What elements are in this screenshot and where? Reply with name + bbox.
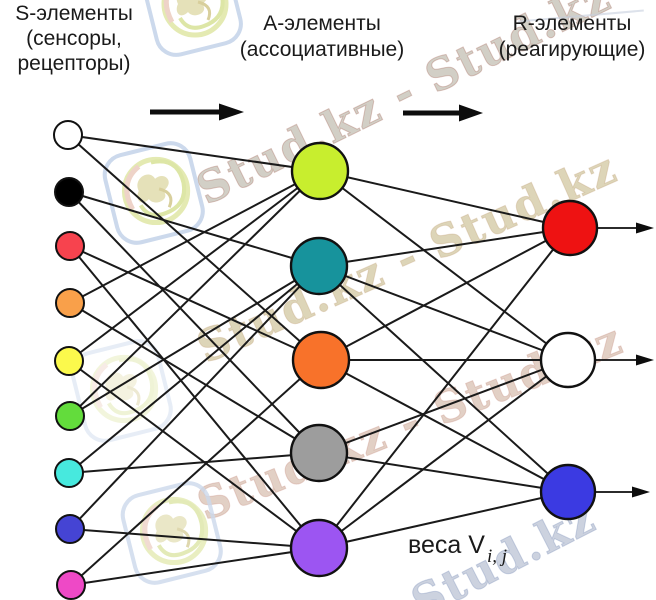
edge-s-a xyxy=(69,528,320,549)
s-column-subtitle: рецепторы) xyxy=(17,52,131,75)
a-column-header: А-элементы (ассоциативные) xyxy=(233,11,411,63)
edge-s-a xyxy=(67,134,322,361)
edge-s-a xyxy=(70,547,320,586)
s-node-cyan xyxy=(54,458,84,488)
edge-s-a xyxy=(68,360,320,549)
r-node-blue xyxy=(539,463,597,521)
s-column-title: S-элементы xyxy=(15,2,133,25)
s-node-red xyxy=(55,231,85,261)
s-node-blue xyxy=(55,514,85,544)
edge-s-a xyxy=(69,245,322,361)
s-node-white xyxy=(53,120,83,150)
edge-a-r xyxy=(319,170,569,361)
edge-s-a xyxy=(68,191,320,267)
s-node-black xyxy=(54,177,84,207)
r-column-subtitle: (реагирующие) xyxy=(498,38,646,61)
r-column-title: R-элементы xyxy=(512,12,632,35)
r-node-red xyxy=(541,199,599,257)
s-node-yellow xyxy=(54,346,84,376)
s-node-magenta xyxy=(56,570,86,600)
edge-s-a xyxy=(69,170,321,304)
edge-s-a xyxy=(68,170,321,362)
a-node-purple xyxy=(289,518,349,578)
edge-s-a xyxy=(68,191,320,454)
a-node-orange xyxy=(291,330,351,390)
edge-a-r xyxy=(320,359,569,493)
edge-a-r xyxy=(318,227,571,549)
edge-a-r xyxy=(318,452,569,493)
s-column-subtitle: (сенсоры, xyxy=(26,27,122,50)
edge-a-r xyxy=(318,359,569,549)
output-arrow-icon xyxy=(597,222,654,234)
edge-a-r xyxy=(318,227,571,267)
output-arrow-icon xyxy=(595,486,650,498)
edge-s-a xyxy=(69,170,321,417)
s-column-header: S-элементы (сенсоры, рецепторы) xyxy=(0,1,152,76)
edge-s-a xyxy=(68,265,320,474)
edge-a-r xyxy=(318,491,569,549)
a-node-gray xyxy=(289,423,349,483)
r-node-white xyxy=(539,331,597,389)
r-column-header: R-элементы (реагирующие) xyxy=(479,11,656,63)
s-node-green xyxy=(55,401,85,431)
edge-a-r xyxy=(318,265,569,493)
a-node-teal xyxy=(289,236,349,296)
flow-arrow-a-to-r-icon xyxy=(403,104,483,122)
a-column-title: А-элементы xyxy=(263,12,381,35)
output-arrow-icon xyxy=(595,354,654,366)
flow-arrow-s-to-a-icon xyxy=(150,103,244,121)
edge-a-r xyxy=(320,227,571,361)
edge-a-r xyxy=(319,170,571,229)
edge-s-a xyxy=(69,265,320,530)
a-column-subtitle: (ассоциативные) xyxy=(239,38,405,61)
s-node-orange xyxy=(55,288,85,318)
edge-a-r xyxy=(318,265,569,361)
edge-s-a xyxy=(67,134,321,172)
edge-s-a xyxy=(69,265,320,417)
weights-label-text: веса V xyxy=(408,531,485,559)
edge-s-a xyxy=(68,452,320,474)
edge-a-r xyxy=(318,359,569,454)
edge-s-a xyxy=(70,359,322,586)
a-node-chartreuse xyxy=(290,141,350,201)
weights-subscript: i, j xyxy=(486,546,507,567)
